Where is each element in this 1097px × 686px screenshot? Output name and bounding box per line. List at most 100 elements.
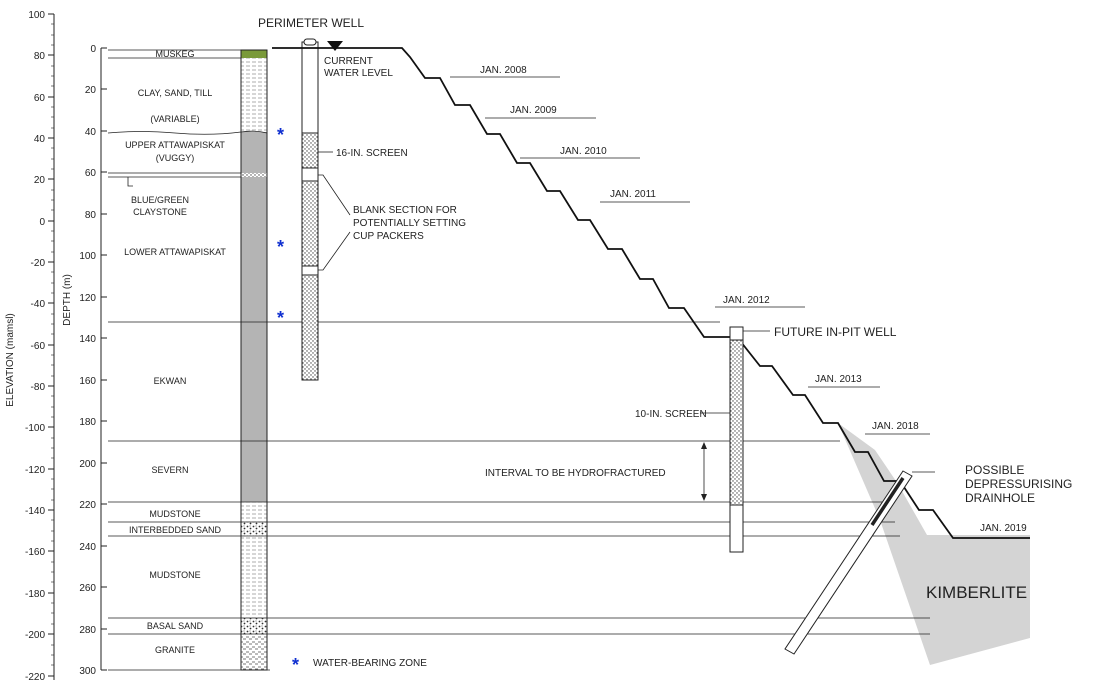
elevation-tick-label: -220 [25,672,45,683]
depth-tick-label: 140 [79,334,96,345]
blank-section-label-2: POTENTIALLY SETTING [353,218,466,229]
elevation-tick-label: -60 [31,341,46,352]
granite-column [241,634,267,670]
kimberlite-label: KIMBERLITE [926,583,1027,602]
depth-tick-labels: 0 20 40 60 80 100 120 140 160 180 200 22… [79,44,96,677]
pit-stage-labels: JAN. 2008 JAN. 2009 JAN. 2010 JAN. 2011 … [450,65,1027,534]
depth-tick-label: 220 [79,500,96,511]
perimeter-well-screen-middle [301,180,319,267]
drainhole-pipe [784,470,913,655]
depth-ticks [101,47,107,671]
depth-tick-label: 260 [79,583,96,594]
layer-label-claystone: CLAYSTONE [133,207,187,217]
depth-tick-label: 160 [79,376,96,387]
hydrofracture-arrow-down-icon [701,494,707,501]
elevation-tick-label: -40 [31,299,46,310]
legend-water-bearing-label: WATER-BEARING ZONE [313,658,427,669]
perimeter-well-screen-lower [301,274,319,381]
layer-label-lower-attawapiskat: LOWER ATTAWAPISKAT [124,247,226,257]
perimeter-well-title: PERIMETER WELL [258,16,364,30]
drainhole-label-3: DRAINHOLE [965,491,1035,505]
current-water-level-label-1: CURRENT [324,56,373,67]
mudstone-column [241,502,267,522]
water-bearing-star-icon: * [277,308,284,328]
hydrofractured-label: INTERVAL TO BE HYDROFRACTURED [485,468,666,479]
elevation-tick-label: -100 [25,423,45,434]
depth-tick-label: 180 [79,417,96,428]
pit-stage-label: JAN. 2011 [610,189,656,200]
muskeg-fill [241,50,267,58]
pit-stage-label: JAN. 2019 [980,523,1027,534]
layer-label-variable: (VARIABLE) [150,114,199,124]
interbedded-sand-column [241,522,267,536]
inpit-well-screen [729,339,744,506]
depth-tick-label: 120 [79,293,96,304]
elevation-tick-label: 0 [39,217,45,228]
pit-stage-label: JAN. 2010 [560,146,607,157]
elevation-tick-label: 40 [34,134,46,145]
drainhole-screen-band [870,477,905,526]
elevation-ticks [48,13,54,677]
depth-tick-label: 240 [79,542,96,553]
perimeter-well-cap [303,38,317,46]
blank-section-leader-lower [318,231,351,271]
current-water-level-label-2: WATER LEVEL [324,68,393,79]
elevation-tick-labels: 100 80 60 40 20 0 -20 -40 -60 -80 -100 -… [25,10,45,683]
pit-stage-label: JAN. 2018 [872,421,919,432]
layer-label-interbedded-sand: INTERBEDDED SAND [129,525,222,535]
layer-label-vuggy: (VUGGY) [156,153,195,163]
blank-section-leader-upper [318,174,351,216]
elevation-tick-label: -140 [25,506,45,517]
elevation-tick-label: 20 [34,175,46,186]
layer-label-clay: CLAY, SAND, TILL [138,88,213,98]
depth-tick-label: 100 [79,251,96,262]
elevation-tick-label: -120 [25,465,45,476]
depth-tick-label: 80 [85,210,97,221]
water-bearing-star-icon: * [277,125,284,145]
depth-tick-label: 0 [90,44,96,55]
wavy-contact [107,130,268,135]
blue-green-pointer [127,177,133,187]
layer-label-mudstone-lower: MUDSTONE [149,570,200,580]
pit-profile [272,47,1030,539]
drainhole-label-2: DEPRESSURISING [965,477,1072,491]
depth-tick-label: 40 [85,127,97,138]
formation-fill [241,132,267,502]
drainhole-label-1: POSSIBLE [965,463,1024,477]
elevation-tick-label: -200 [25,630,45,641]
depth-tick-label: 20 [85,85,97,96]
depth-tick-label: 200 [79,459,96,470]
pit-stage-label: JAN. 2012 [723,295,770,306]
screen10-label: 10-IN. SCREEN [635,409,707,420]
elevation-tick-label: 80 [34,51,46,62]
perimeter-well-screen-upper [301,132,319,169]
pit-stage-label: JAN. 2009 [510,105,557,116]
blank-section-label-1: BLANK SECTION FOR [353,205,457,216]
screen16-label: 16-IN. SCREEN [336,148,408,159]
layer-label-mudstone: MUDSTONE [149,509,200,519]
layer-label-muskeg: MUSKEG [155,49,194,59]
pit-stage-label: JAN. 2013 [815,374,862,385]
mudstone-lower-column [241,536,267,618]
layer-label-basal-sand: BASAL SAND [147,621,204,631]
water-bearing-star-icon: * [277,237,284,257]
formation-contacts [108,49,930,671]
pit-stage-label: JAN. 2008 [480,65,527,76]
layer-label-ekwan: EKWAN [154,376,187,386]
kimberlite-body [838,423,1030,665]
layer-label-granite: GRANITE [155,645,195,655]
layer-label-upper-attawapiskat: UPPER ATTAWAPISKAT [125,140,225,150]
depth-axis-title: DEPTH (m) [62,274,73,326]
future-inpit-well-label: FUTURE IN-PIT WELL [774,325,897,339]
water-level-triangle-icon [327,41,343,51]
depth-tick-label: 300 [79,666,96,677]
elevation-tick-label: 100 [28,10,45,21]
elevation-tick-label: -20 [31,258,46,269]
layer-label-blue-green: BLUE/GREEN [131,195,189,205]
blank-section-label-3: CUP PACKERS [353,231,424,242]
elevation-tick-label: 60 [34,93,46,104]
elevation-tick-label: -80 [31,382,46,393]
layer-label-severn: SEVERN [151,465,188,475]
elevation-minor-ticks [51,23,54,666]
